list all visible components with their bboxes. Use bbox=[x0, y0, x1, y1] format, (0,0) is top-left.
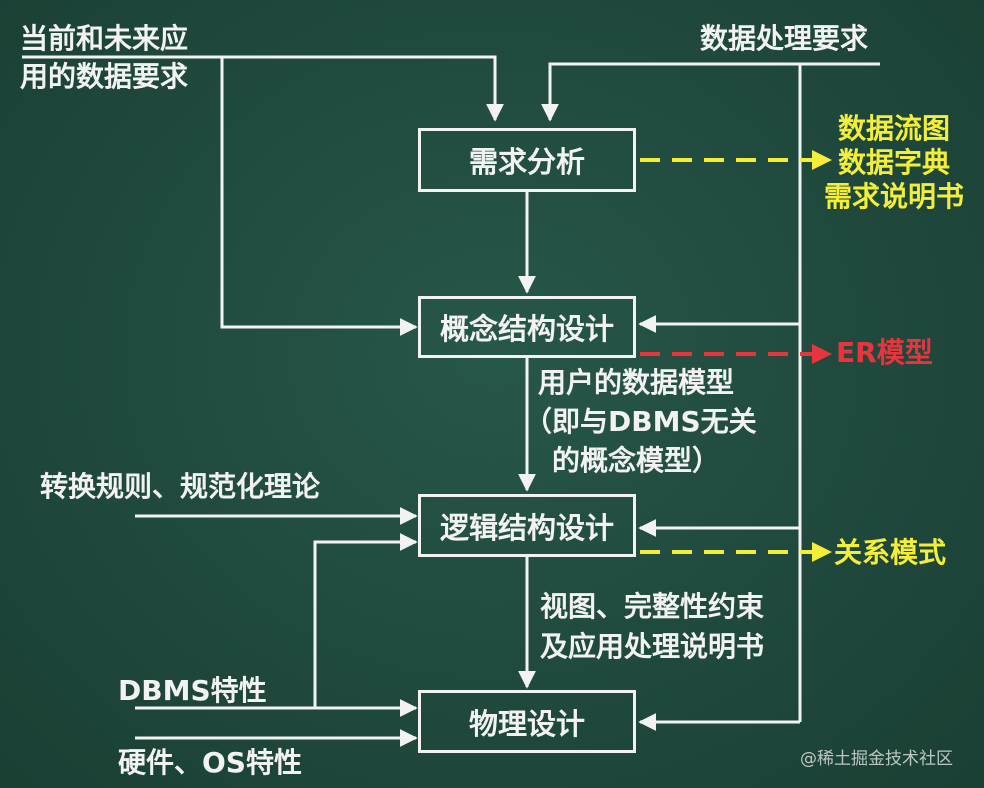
note-concept-line2: （即与DBMS无关 bbox=[524, 405, 757, 438]
input-label-conversion: 转换规则、规范化理论 bbox=[40, 470, 321, 503]
input-label-app-data-line2: 用的数据要求 bbox=[20, 60, 189, 93]
input-line-processing bbox=[541, 62, 880, 122]
logical-design-box: 逻辑结构设计 bbox=[418, 494, 636, 557]
physical-design-box: 物理设计 bbox=[418, 690, 636, 753]
output-label-dictionary: 数据字典 bbox=[838, 146, 951, 179]
conceptual-design-box: 概念结构设计 bbox=[418, 296, 636, 358]
input-line-app-data bbox=[22, 55, 504, 122]
output-label-er: ER模型 bbox=[836, 336, 933, 369]
input-line-dbms-up bbox=[313, 533, 418, 708]
output-label-dataflow: 数据流图 bbox=[838, 112, 951, 145]
note-concept-line1: 用户的数据模型 bbox=[538, 366, 735, 399]
input-label-processing: 数据处理要求 bbox=[700, 22, 869, 55]
output-label-relational: 关系模式 bbox=[834, 536, 947, 569]
requirements-analysis-box: 需求分析 bbox=[418, 128, 636, 192]
input-label-dbms: DBMS特性 bbox=[118, 674, 267, 707]
note-logical-line1: 视图、完整性约束 bbox=[540, 590, 765, 623]
note-concept-line3: 的概念模型） bbox=[552, 444, 721, 477]
output-label-spec: 需求说明书 bbox=[824, 180, 965, 213]
input-line-app-data-branch bbox=[220, 57, 418, 336]
input-label-app-data-line1: 当前和未来应 bbox=[20, 22, 189, 55]
watermark: @稀土掘金技术社区 bbox=[800, 749, 953, 769]
input-label-hardware: 硬件、OS特性 bbox=[118, 746, 302, 779]
note-logical-line2: 及应用处理说明书 bbox=[540, 630, 765, 663]
